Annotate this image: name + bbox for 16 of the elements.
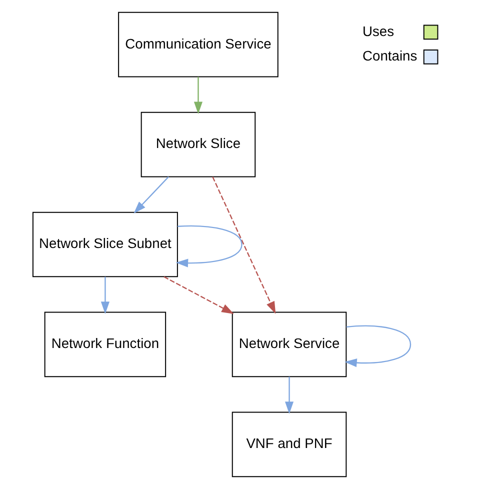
arrow [100,276,109,314]
node-box: Network Slice [140,112,256,178]
node-box: VNF and PNF [231,412,346,478]
legend-label: Contains [362,48,417,64]
node-box: Communication Service [118,12,278,78]
arrow [344,325,411,368]
arrow [212,176,276,314]
arrow [163,276,234,314]
arrow [284,376,294,414]
node-box: Network Function [44,312,166,378]
legend-label: Uses [362,22,394,39]
arrow [175,225,242,268]
arrow [133,176,168,214]
node-box: Network Service [231,312,346,378]
node-box: Network Slice Subnet [32,212,178,278]
arrow [193,76,202,114]
